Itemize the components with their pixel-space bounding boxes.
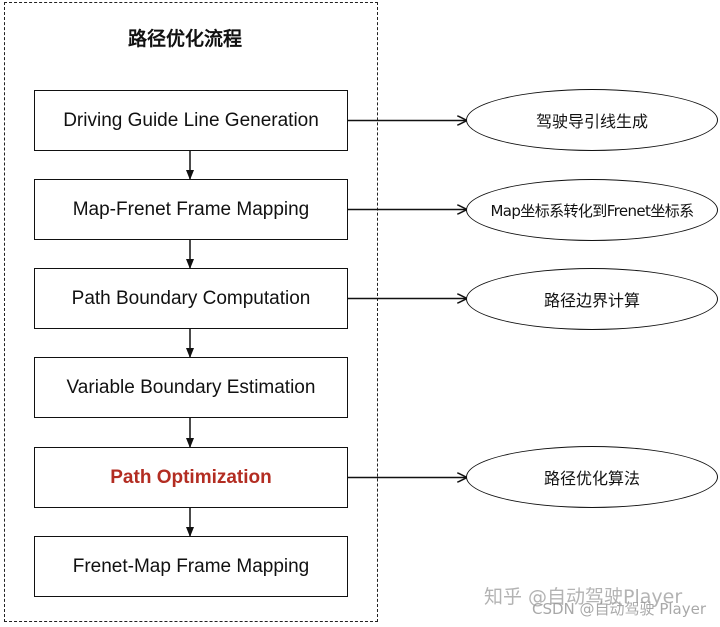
step-driving-guide-line-generation: Driving Guide Line Generation: [34, 90, 348, 151]
step-path-boundary-computation: Path Boundary Computation: [34, 268, 348, 329]
note-path-optimization-algorithm: 路径优化算法: [466, 446, 718, 508]
note-driving-guide-line: 驾驶导引线生成: [466, 89, 718, 151]
step-map-frenet-frame-mapping: Map-Frenet Frame Mapping: [34, 179, 348, 240]
process-frame: [4, 2, 378, 622]
note-map-to-frenet: Map坐标系转化到Frenet坐标系: [466, 179, 718, 241]
zhihu-watermark: 知乎 @自动驾驶Player: [484, 586, 683, 608]
step-frenet-map-frame-mapping: Frenet-Map Frame Mapping: [34, 536, 348, 597]
step-path-optimization: Path Optimization: [34, 447, 348, 508]
step-variable-boundary-estimation: Variable Boundary Estimation: [34, 357, 348, 418]
csdn-watermark: CSDN @自动驾驶 Player: [532, 600, 706, 618]
diagram-title: 路径优化流程: [127, 28, 242, 50]
note-path-boundary: 路径边界计算: [466, 268, 718, 330]
